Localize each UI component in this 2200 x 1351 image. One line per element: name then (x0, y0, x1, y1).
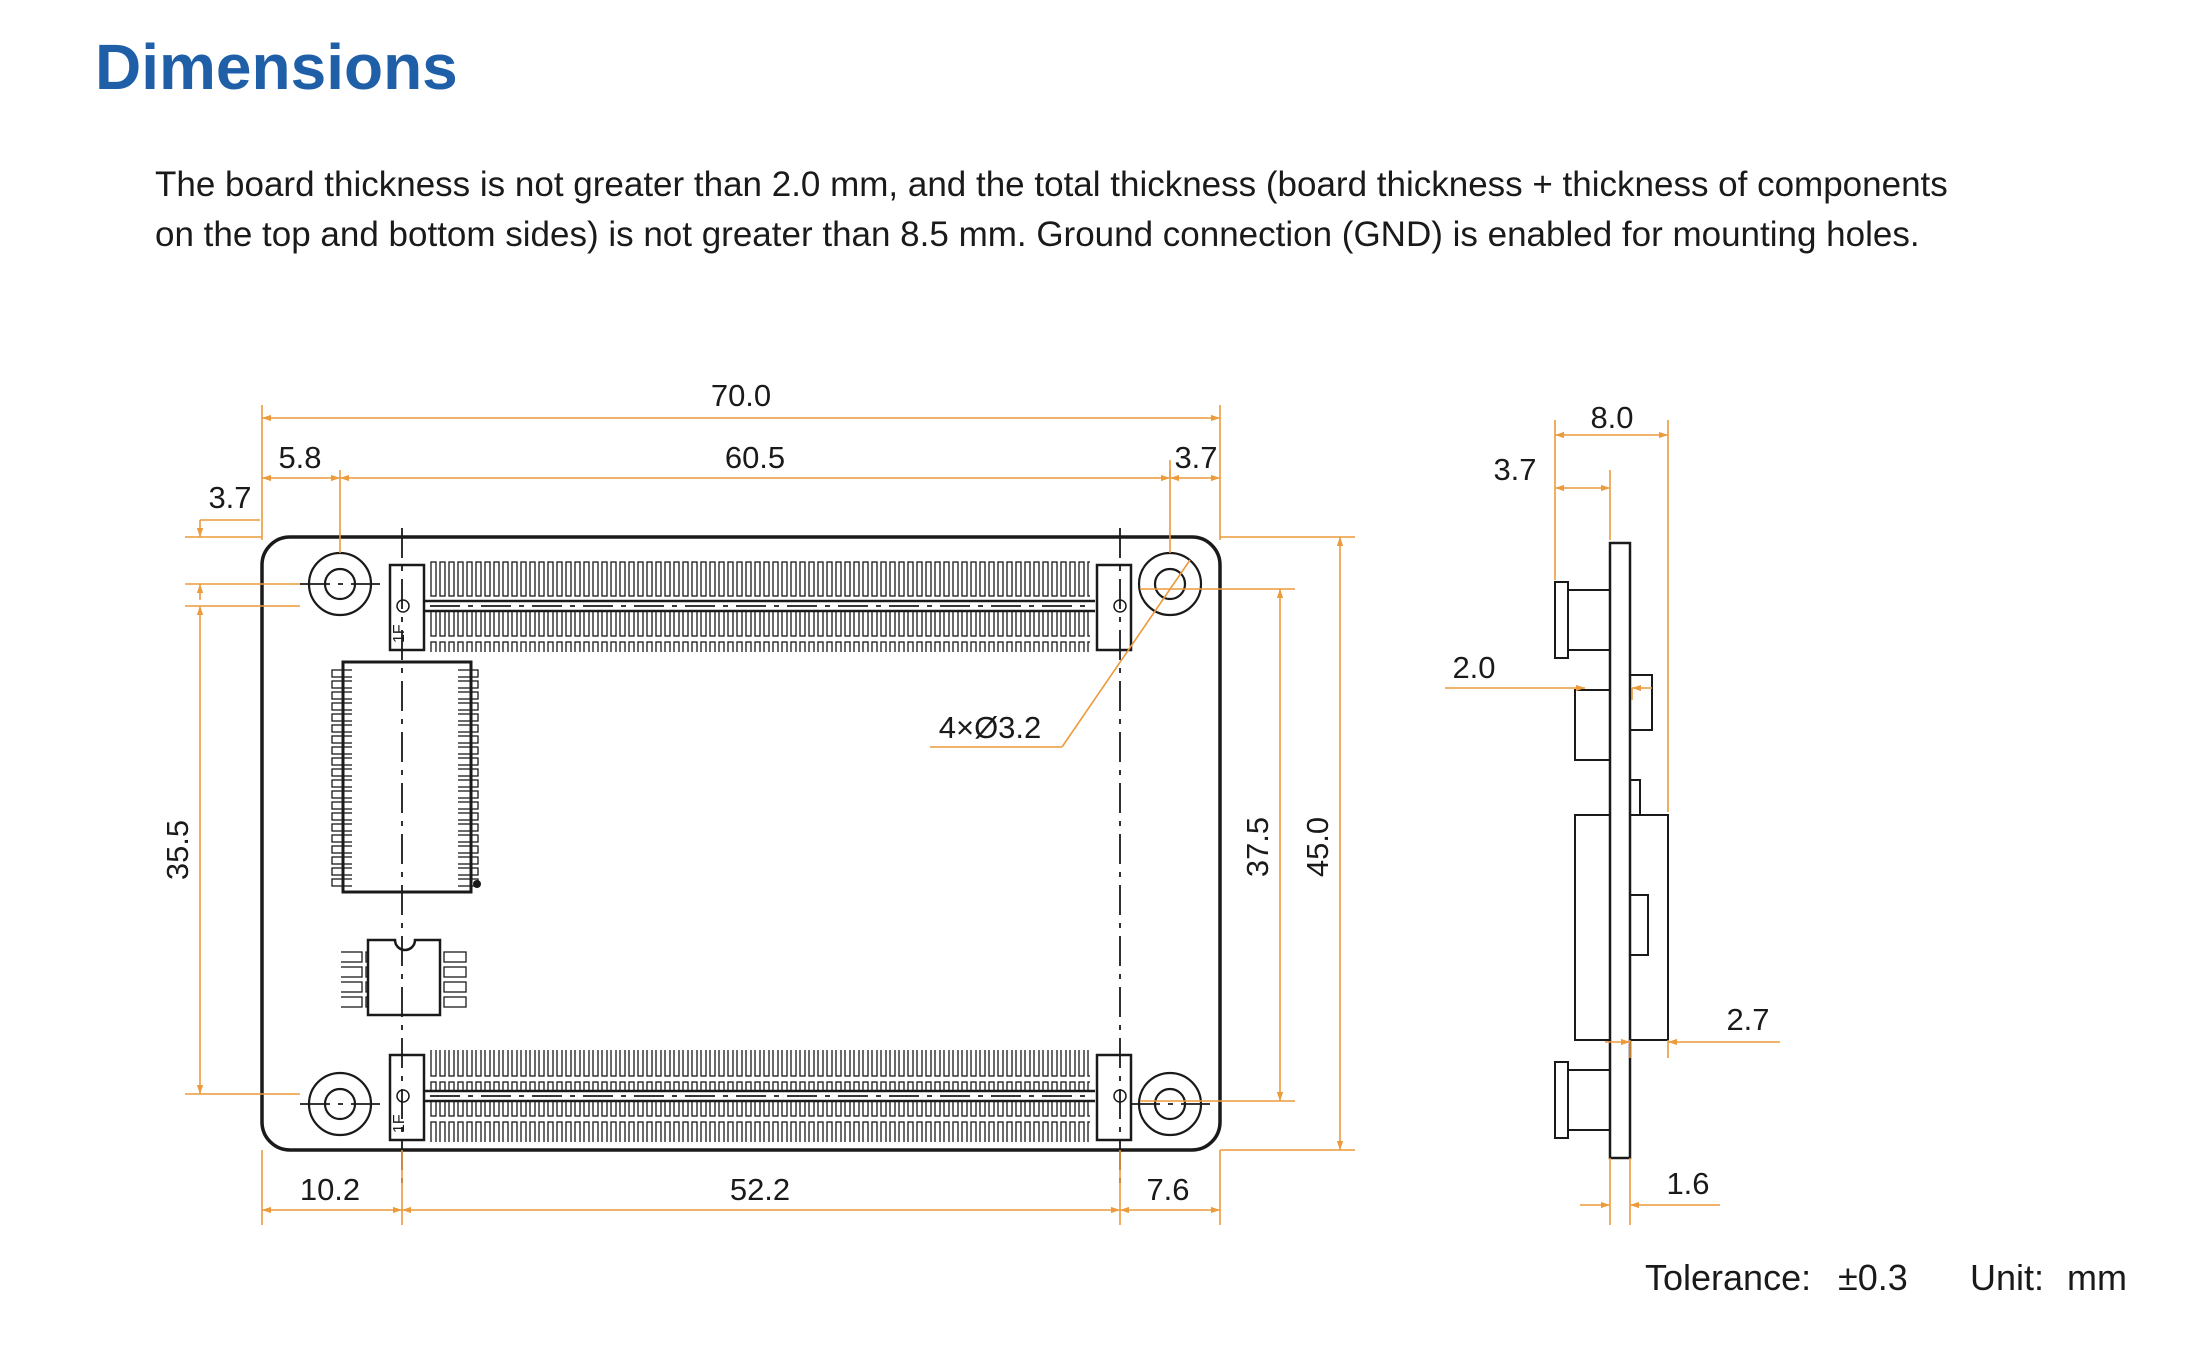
dim-connector-spacing: 37.5 (1240, 817, 1275, 877)
page-title: Dimensions (95, 31, 458, 103)
dim-bottom-middle: 52.2 (730, 1172, 790, 1207)
dim-bottom-left: 10.2 (300, 1172, 360, 1207)
dim-hole-vertical-spacing: 35.5 (160, 820, 195, 880)
footer-note: Tolerance: ±0.3 Unit: mm (1645, 1257, 2127, 1298)
side-view-dimensions (1445, 420, 1780, 1225)
ic-chip-large (330, 660, 481, 894)
connector-mark-bottom: 1F (391, 1114, 408, 1133)
bottom-connector: 1F (388, 1050, 1133, 1142)
side-view: 8.0 3.7 2.0 2.7 1.6 (1445, 400, 1780, 1225)
dim-side-board-thickness: 2.0 (1452, 650, 1495, 685)
dim-hole-top-offset: 3.7 (208, 480, 251, 515)
ic-chip-small (341, 938, 467, 1017)
dim-bottom-right: 7.6 (1146, 1172, 1189, 1207)
dim-side-top-component: 3.7 (1493, 452, 1536, 487)
description: The board thickness is not greater than … (155, 160, 2115, 260)
dim-right-offset: 3.7 (1174, 440, 1217, 475)
dim-side-total-depth: 8.0 (1590, 400, 1633, 435)
hole-callout: 4×Ø3.2 (939, 710, 1042, 745)
dim-inner-width: 60.5 (725, 440, 785, 475)
unit-value: mm (2067, 1257, 2127, 1298)
board-outline (260, 535, 1222, 1152)
dim-overall-width: 70.0 (711, 378, 771, 413)
dim-side-bottom-component: 2.7 (1726, 1002, 1769, 1037)
top-view: 1F 1F (160, 378, 1355, 1225)
dim-side-pcb: 1.6 (1666, 1166, 1709, 1201)
tolerance-label: Tolerance: (1645, 1257, 1811, 1298)
unit-label: Unit: (1970, 1257, 2044, 1298)
dim-overall-height: 45.0 (1300, 817, 1335, 877)
description-line-1: The board thickness is not greater than … (155, 165, 1948, 204)
top-connector: 1F (388, 560, 1133, 652)
connector-mark-top: 1F (391, 624, 408, 643)
top-view-dimensions (185, 405, 1355, 1225)
tolerance-value: ±0.3 (1838, 1257, 1908, 1298)
dim-left-offset: 5.8 (278, 440, 321, 475)
description-line-2: on the top and bottom sides) is not grea… (155, 215, 1920, 254)
side-pcb (1608, 541, 1632, 1160)
mounting-hole (1137, 551, 1203, 617)
